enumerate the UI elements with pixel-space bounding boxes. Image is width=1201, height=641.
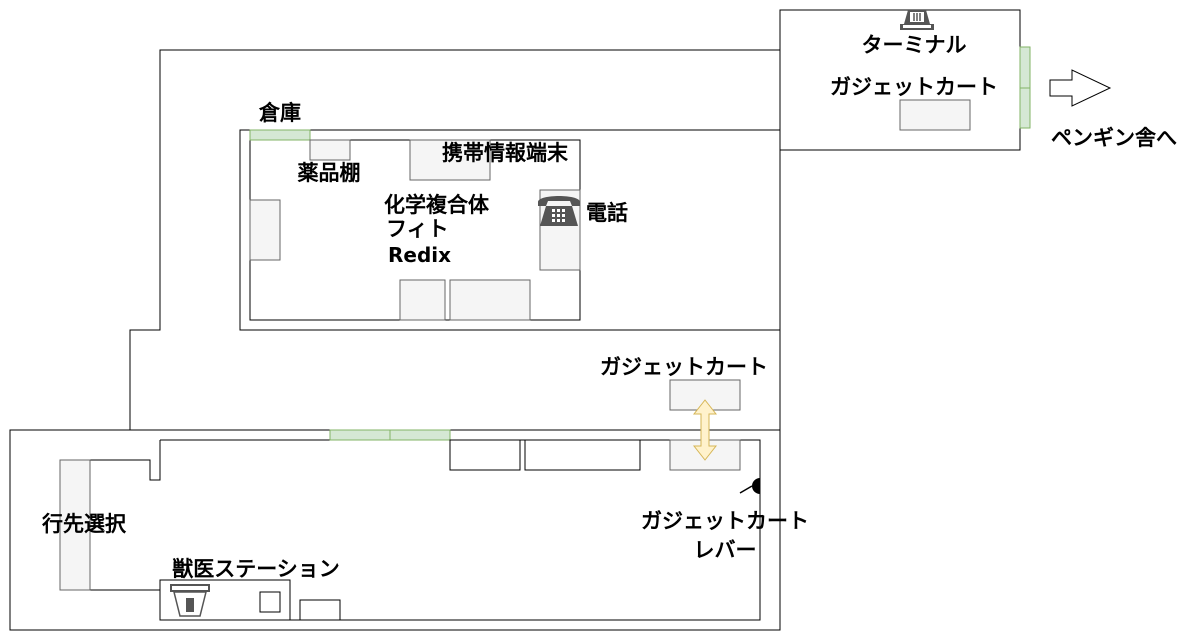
counter-2 — [524, 439, 641, 471]
right-arrow-icon — [1049, 69, 1112, 107]
chem-complex-label: 化学複合体 — [384, 193, 490, 217]
doors — [249, 46, 1031, 441]
small-counter — [299, 599, 341, 621]
lever-icon[interactable] — [739, 474, 761, 560]
gadget-cart-top[interactable] — [899, 99, 971, 131]
gadget-cart-mid-label: ガジェットカート — [600, 355, 768, 379]
lab-left-cabinet[interactable] — [249, 199, 281, 261]
station-room-outer — [9, 429, 781, 631]
terminal-room-door-upper[interactable] — [1019, 46, 1031, 89]
chem-complex-unit-left[interactable] — [399, 279, 446, 321]
labels: ターミナル ガジェットカート ペンギン舎へ 倉庫 薬品棚 携帯情報端末 化学複合… — [41, 33, 1177, 581]
vet-station-icon — [170, 584, 210, 617]
corridor-wall — [129, 49, 780, 430]
phone-label: 電話 — [586, 201, 628, 225]
station-door-left[interactable] — [329, 429, 391, 441]
counters — [159, 439, 641, 621]
chem-phyto-label: フィト — [386, 217, 449, 241]
storage-door[interactable] — [249, 129, 311, 141]
chem-redix-label: Redix — [388, 243, 451, 267]
double-arrow-icon — [692, 399, 718, 461]
gadget-cart-top-label: ガジェットカート — [830, 75, 998, 99]
to-penguin-house-label: ペンギン舎へ — [1051, 126, 1177, 150]
walls — [9, 9, 1021, 631]
mobile-terminal-label: 携帯情報端末 — [442, 141, 569, 165]
medicine-shelf-label: 薬品棚 — [298, 161, 361, 185]
lab-outer-wall — [239, 129, 781, 331]
destination-select-label: 行先選択 — [41, 512, 127, 536]
terminal-label: ターミナル — [862, 33, 967, 57]
destination-select-panel[interactable] — [59, 459, 91, 591]
medicine-shelf[interactable] — [309, 139, 351, 161]
terminal-room-door-lower[interactable] — [1019, 87, 1031, 129]
station-door-right[interactable] — [389, 429, 451, 441]
vet-station-label: 獣医ステーション — [172, 557, 340, 581]
terminal-icon — [900, 10, 934, 30]
telephone-icon — [538, 196, 580, 226]
vet-station-box — [259, 591, 281, 613]
gadget-cart-lever-label-1: ガジェットカート — [641, 509, 809, 533]
storage-label: 倉庫 — [258, 101, 301, 125]
mobile-terminal[interactable] — [409, 139, 491, 181]
chem-complex-unit-right[interactable] — [449, 279, 531, 321]
counter-1 — [449, 439, 521, 471]
gadget-cart-lever-label-2: レバー — [694, 538, 757, 562]
